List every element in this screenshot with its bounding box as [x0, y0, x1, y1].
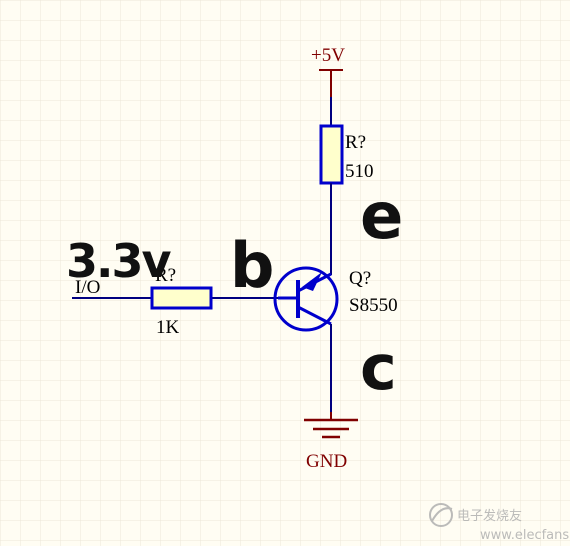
handwritten-emitter: e: [360, 180, 403, 254]
transistor-collector-lead: [297, 305, 332, 326]
handwritten-voltage: 3.3v: [66, 234, 171, 288]
transistor-pnp: Q? S8550: [273, 266, 398, 332]
watermark-text: 电子发烧友: [457, 508, 522, 524]
transistor-part: S8550: [349, 295, 398, 316]
transistor-emitter-arrow: [302, 272, 322, 291]
resistor-base: R? 1K: [150, 265, 213, 338]
resistor-base-value: 1K: [156, 317, 180, 338]
vcc-label: +5V: [311, 45, 345, 66]
watermark: 电子发烧友 www.elecfans.com: [429, 503, 570, 543]
handwritten-collector: c: [360, 331, 397, 404]
resistor-base-body: [150, 286, 213, 310]
vcc-symbol: +5V: [311, 45, 345, 97]
watermark-logo-icon: [429, 503, 453, 527]
gnd-symbol: GND: [304, 412, 358, 472]
transistor-designator: Q?: [349, 268, 371, 289]
watermark-site: www.elecfans.com: [480, 528, 570, 543]
transistor-circle: [273, 266, 339, 332]
resistor-base-designator: R?: [155, 265, 176, 286]
resistor-top-value: 510: [345, 161, 374, 182]
handwritten-base: b: [230, 229, 274, 302]
net-label-io: I/O: [75, 277, 100, 298]
resistor-top-designator: R?: [345, 132, 366, 153]
gnd-label: GND: [306, 451, 347, 472]
resistor-top: R? 510: [319, 124, 374, 185]
resistor-top-body: [319, 124, 344, 185]
